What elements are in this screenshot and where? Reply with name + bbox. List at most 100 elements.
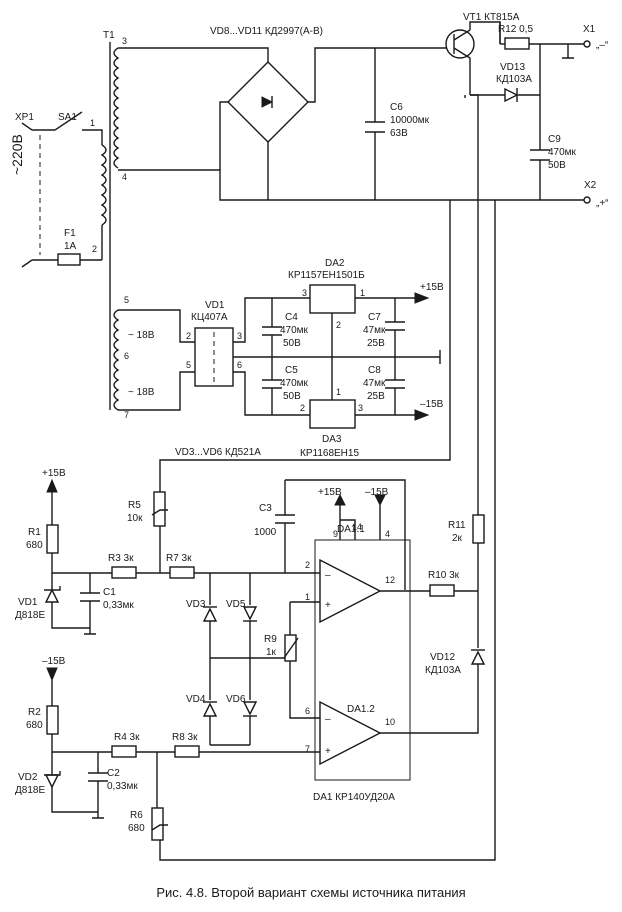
secondary-winding-aux: [113, 309, 120, 411]
vd2-type: Д818Е: [15, 785, 45, 796]
da2-pin2: 2: [336, 320, 341, 330]
svg-text:–: –: [325, 570, 331, 581]
c9-label: C9: [548, 134, 561, 145]
pos15-label: +15В: [420, 282, 444, 293]
resistor-r5: [153, 491, 166, 527]
vc1-label: VD1: [18, 597, 38, 608]
vd12-label: VD12: [430, 652, 455, 663]
da3-pin1: 1: [336, 387, 341, 397]
fuse-f1: [57, 253, 81, 266]
resistor-r6: [151, 807, 164, 841]
r3-label: R3 3к: [108, 553, 134, 564]
vd2-label: VD2: [18, 772, 38, 783]
da1-2-label: DA1.2: [347, 704, 375, 715]
c1-value: 0,33мк: [103, 600, 134, 611]
c7-label: C7: [368, 312, 381, 323]
svg-text:+: +: [325, 746, 331, 757]
x1-ground: [562, 44, 574, 59]
pos15-left-arrow: [46, 478, 58, 493]
svg-text:+: +: [325, 600, 331, 611]
transformer-label: T1: [103, 30, 115, 41]
resistor-r3: [111, 566, 137, 579]
c9-value: 470мк: [548, 147, 577, 158]
da1-pin1: 1: [305, 592, 310, 602]
da1-pos15-label: +15В: [318, 487, 342, 498]
c4-value: 470мк: [280, 325, 309, 336]
c1-label: C1: [103, 587, 116, 598]
wire-bridge-right: [308, 47, 375, 103]
da3-pin2: 2: [300, 403, 305, 413]
r8-label: R8 3к: [172, 732, 198, 743]
control-section: VD3...VD6 КД521А R5 10к +15В R1 680 VD1 …: [15, 22, 501, 861]
bridge-diode-symbol: [261, 96, 274, 108]
x2-label: X2: [584, 180, 597, 191]
neg15-label: –15В: [420, 399, 444, 410]
resistor-r8: [174, 745, 200, 758]
r1-label: R1: [28, 527, 41, 538]
secondary-winding-main: [113, 47, 120, 169]
wire-emitter-down: [464, 94, 479, 515]
da1-pin7: 7: [305, 744, 310, 754]
da1-neg15-arrow: [374, 494, 386, 507]
mains-voltage-label: ~220В: [9, 134, 25, 175]
c5-value: 470мк: [280, 378, 309, 389]
diode-vd6: [242, 701, 258, 716]
wire-vd1-positive: [233, 297, 310, 343]
plug-top-contact: [21, 111, 83, 131]
vd6-label: VD6: [226, 694, 246, 705]
opamp-da1-1: [319, 558, 382, 624]
c4-label: C4: [285, 312, 298, 323]
wire-aux-pin5: [118, 309, 195, 343]
diode-vd13: [504, 87, 519, 103]
mains-input: ~220В XP1 SA1 1 F1 1А 2: [9, 111, 107, 268]
c8-voltage: 25В: [367, 391, 385, 402]
r11-label: R11: [448, 520, 466, 531]
c8-label: C8: [368, 365, 381, 376]
wire-vd1-negative: [233, 371, 310, 416]
aux-supply: VD1 КЦ407А 2 3 5 6 C4 470мк 50В C5 470мк…: [118, 258, 444, 459]
vd12-type: КД103А: [425, 665, 461, 676]
wire-bridge-left: [219, 101, 228, 170]
neg15-arrow: [414, 409, 430, 421]
vd1-label: VD1: [205, 300, 225, 311]
vd3-label: VD3: [186, 599, 206, 610]
da2-pin3: 3: [302, 288, 307, 298]
switch-wire: [82, 129, 103, 145]
r1-value: 680: [26, 540, 43, 551]
r7-label: R7 3к: [166, 553, 192, 564]
ground-c1: [84, 628, 96, 635]
tap-upper-label: ~ 18В: [128, 330, 155, 341]
plug-label: XP1: [15, 112, 34, 123]
r2-value: 680: [26, 720, 43, 731]
resistor-r4: [111, 745, 137, 758]
t1-pin3-label: 3: [122, 36, 127, 46]
vd1-type: КЦ407А: [191, 312, 228, 323]
da1-pin6: 6: [305, 706, 310, 716]
figure-caption: Рис. 4.8. Второй вариант схемы источника…: [156, 885, 465, 900]
vd13-type: КД103А: [496, 74, 532, 85]
resistor-r1: [46, 524, 59, 554]
t1-pin4-label: 4: [122, 172, 127, 182]
da3-label: DA3: [322, 434, 342, 445]
da3-type: КР1168ЕН15: [300, 448, 359, 459]
c5-label: C5: [285, 365, 298, 376]
r5-label: R5: [128, 500, 141, 511]
zener-vd2: [44, 774, 60, 789]
vd1-pin3: 3: [237, 331, 242, 341]
da1-package: [314, 539, 411, 781]
c6-voltage: 63В: [390, 128, 408, 139]
da2-label: DA2: [325, 258, 345, 269]
pos15-left-label: +15В: [42, 468, 66, 479]
t1-pin5-label: 5: [124, 295, 129, 305]
transformer-primary-winding: [100, 144, 107, 260]
r12-label: R12 0,5: [498, 24, 533, 35]
r5-value: 10к: [127, 513, 143, 524]
terminal-x1: [583, 40, 591, 48]
c6-label: C6: [390, 102, 403, 113]
vt1-label: VT1 КТ815А: [463, 12, 520, 23]
main-rectifier: VD8...VD11 КД2997(А-В) C6 10000мк 63В X2…: [118, 12, 609, 209]
vd4-label: VD4: [186, 694, 206, 705]
c2-label: C2: [107, 768, 120, 779]
diode-vd3: [202, 607, 218, 622]
pos15-arrow: [414, 292, 430, 304]
